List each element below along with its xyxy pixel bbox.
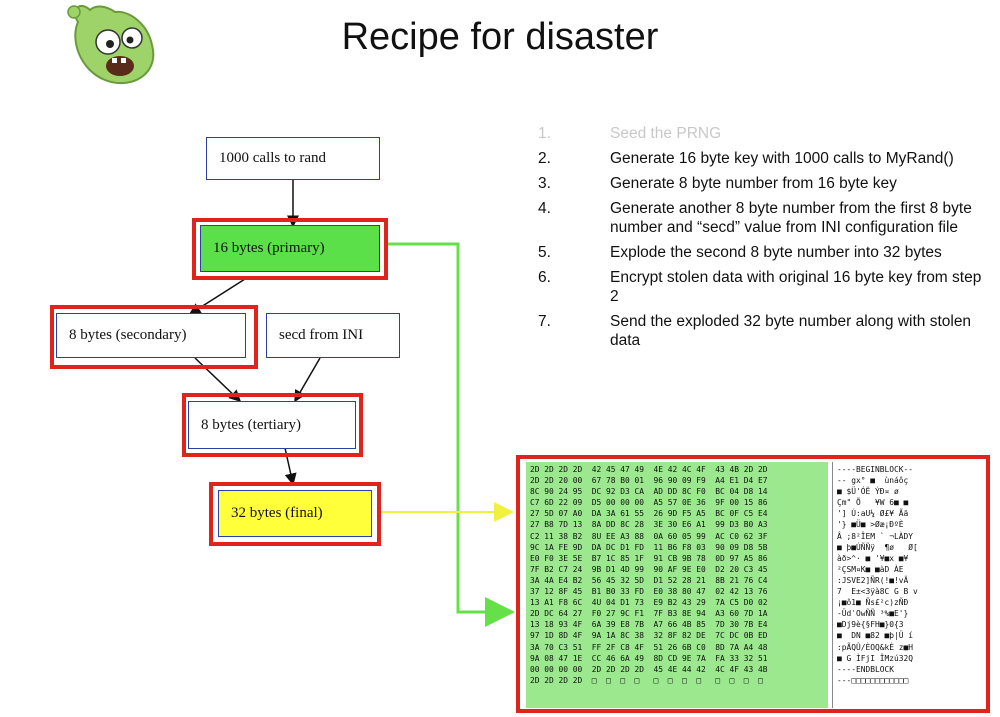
step-number: 1. (538, 125, 551, 142)
ascii-row: ■Dj9è{§FH■}0{3 (837, 620, 904, 630)
ascii-row: -ÜdˈOwÑÑ ³%■E'} (837, 609, 909, 619)
node-secondary-label: 8 bytes (secondary) (69, 327, 187, 343)
node-primary-label: 16 bytes (primary) (213, 240, 325, 256)
step-number: 5. (538, 244, 551, 261)
node-secd-label: secd from INI (279, 327, 364, 343)
ascii-row: ■ G ÌFjI ÎMzú32Q (837, 653, 914, 663)
step-number: 4. (538, 200, 551, 217)
step-item-4: 4. Generate another 8 byte number from th… (538, 199, 988, 237)
hex-row: 7F B2 C7 24 9B D1 4D 99 90 AF 9E E0 D2 2… (530, 564, 768, 574)
hex-row: 2D 2D 2D 2D 42 45 47 49 4E 42 4C 4F 43 4… (530, 465, 768, 474)
highlight-tertiary (182, 393, 363, 457)
step-text: Explode the second 8 byte number into 32… (610, 244, 942, 261)
hex-row: 9A 08 47 1E CC 46 6A 49 8D CD 9E 7A FA 3… (530, 653, 768, 663)
hex-row: 13 18 93 4F 6A 39 E8 7B A7 66 4B 85 7D 3… (530, 620, 768, 630)
ascii-row: '} ■Ü■ >Øæ¡ÐºÈ (837, 520, 904, 530)
ascii-row: -- gx° ■ ùnáôç (837, 476, 909, 486)
node-secd-from-ini: secd from INI (266, 313, 400, 358)
step-item-1: 1. Seed the PRNG (538, 124, 988, 143)
node-1000-calls: 1000 calls to rand (206, 137, 380, 180)
node-final-label: 32 bytes (final) (231, 505, 323, 521)
ascii-row: Çm" Õ ¥W 6■ ■ (837, 498, 909, 508)
hex-row: C7 6D 22 09 D5 00 00 00 A5 57 0E 36 9F 0… (530, 498, 768, 508)
green-monster-mascot-icon (67, 4, 155, 85)
ascii-row: '] Ú:aU¼ Ø£¥ Ãä (837, 509, 909, 519)
ascii-row: 7 E±<3ÿà8C G B v (837, 587, 918, 597)
hex-row: 27 5D 07 A0 DA 3A 61 55 26 9D F5 A5 BC 0… (530, 509, 768, 519)
ascii-row: ²ÇSM¤K■ ■àD ÀE (837, 564, 904, 574)
step-number: 3. (538, 175, 551, 192)
step-text: Encrypt stolen data with original 16 byt… (610, 269, 982, 305)
hex-row: 2D 2D 2D 2D □ □ □ □ □ □ □ □ □ □ □ □ (530, 675, 763, 685)
ascii-row: ¡■ô1■ Ñs£²c)zÑÐ (837, 598, 909, 608)
step-text: Seed the PRNG (610, 125, 722, 142)
steps-list: 1. Seed the PRNG 2. Generate 16 byte key w… (538, 124, 988, 356)
ascii-row: :JSVE2]ÑR(!■!vÄ (837, 575, 909, 585)
hex-row: C2 11 38 B2 8U EE A3 88 0A 60 05 99 AC C… (530, 531, 768, 541)
ascii-row: ---□□□□□□□□□□□□ (837, 675, 909, 685)
node-tertiary-label: 8 bytes (tertiary) (201, 416, 301, 433)
step-item-6: 6. Encrypt stolen data with original 16 b… (538, 268, 988, 306)
hex-row: 13 A1 F8 6C 4U 04 D1 73 E9 B2 43 29 7A C… (530, 598, 768, 608)
hex-row: 27 B8 7D 13 8A DD 8C 28 3E 30 E6 A1 99 D… (530, 520, 768, 530)
hexdump-ascii-panel: ----BEGINBLOCK-- -- gx° ■ ùnáôç ■ $Ü'ÓË … (832, 462, 984, 708)
hex-row: 97 1D 8D 4F 9A 1A 8C 38 32 8F 82 DE 7C D… (530, 631, 768, 641)
hex-row: 2D 2D 20 00 67 78 B0 01 96 90 09 F9 A4 E… (530, 476, 768, 486)
hexdump-hex-panel: 2D 2D 2D 2D 42 45 47 49 4E 42 4C 4F 43 4… (526, 462, 828, 708)
highlight-primary (192, 218, 388, 280)
hex-row: 00 00 00 00 2D 2D 2D 2D 45 4E 44 42 4C 4… (530, 664, 768, 674)
step-number: 6. (538, 269, 551, 286)
step-text: Generate 16 byte key with 1000 calls to … (610, 150, 954, 167)
step-text: Generate another 8 byte number from the … (610, 200, 972, 236)
highlight-secondary (50, 305, 258, 369)
node-32-bytes-final: 32 bytes (final) (218, 490, 372, 537)
ascii-row: :pÃQÛ/ÈOQ&kÈ z■H (837, 642, 914, 652)
hex-row: 37 12 8F 45 B1 B0 33 FD E0 38 80 47 02 4… (530, 587, 768, 597)
ascii-row: ■ DN ■82 ■þ|Ü í (837, 631, 914, 641)
ascii-row: ■ þ■ÚÑÑÿ ¶ø Ø[ (837, 542, 918, 552)
slide-title: Recipe for disaster (341, 16, 659, 58)
step-text: Generate 8 byte number from 16 byte key (610, 175, 897, 192)
node-8-bytes-secondary: 8 bytes (secondary) (56, 313, 246, 358)
hex-row: 8C 90 24 95 DC 92 D3 CA AD DD 8C F0 BC 0… (530, 487, 768, 497)
ascii-row: Â ;8²ÎEM ` ¬LÀDY (837, 531, 914, 541)
highlight-final (209, 482, 381, 546)
hex-row: 2D DC 64 27 F0 27 9C F1 7F B3 8E 94 A3 6… (530, 609, 768, 619)
hex-row: 3A 4A E4 B2 56 45 32 5D D1 52 28 21 8B 2… (530, 575, 768, 585)
node-1000-calls-label: 1000 calls to rand (219, 150, 327, 166)
ascii-row: ----BEGINBLOCK-- (837, 465, 914, 474)
step-number: 2. (538, 150, 551, 167)
ascii-row: ■ $Ü'ÓË ÝÐ¤ ø (837, 487, 899, 497)
step-item-5: 5. Explode the second 8 byte number into … (538, 243, 988, 262)
hex-row: 3A 70 C3 51 FF 2F C8 4F 51 26 6B C0 8D 7… (530, 642, 768, 652)
node-16-bytes-primary: 16 bytes (primary) (200, 225, 380, 272)
step-item-3: 3. Generate 8 byte number from 16 byte ke… (538, 174, 988, 193)
step-number: 7. (538, 313, 551, 330)
ascii-row: ----ENDBLOCK (837, 664, 895, 674)
node-8-bytes-tertiary: 8 bytes (tertiary) (188, 401, 356, 449)
step-text: Send the exploded 32 byte number along w… (610, 313, 972, 349)
hex-row: E0 F0 3E 5E B7 1C 85 1F 91 CB 9B 78 0D 9… (530, 553, 768, 563)
hex-row: 9C 1A FE 9D DA DC D1 FD 11 B6 F8 03 90 0… (530, 542, 768, 552)
step-item-2: 2. Generate 16 byte key with 1000 calls t… (538, 149, 988, 168)
step-item-7: 7. Send the exploded 32 byte number along… (538, 312, 988, 350)
ascii-row: àð>^· ■ '¥■x ■¥ (837, 553, 909, 563)
green-connector (387, 242, 515, 627)
